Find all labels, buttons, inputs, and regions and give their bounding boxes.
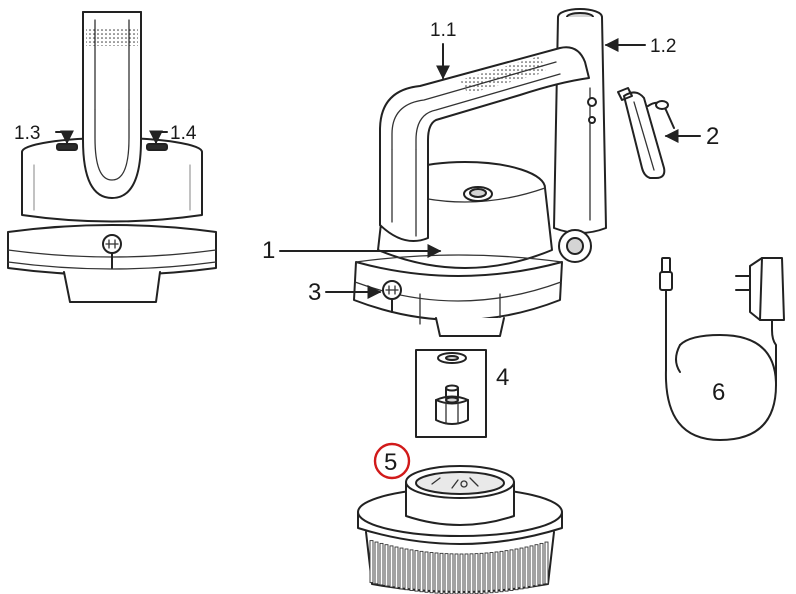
bristle: [444, 553, 449, 594]
label-1-2: 1.2: [650, 36, 676, 57]
bristle: [419, 550, 424, 593]
bristle: [499, 550, 504, 593]
bristle: [429, 552, 434, 594]
bristle: [489, 552, 494, 594]
bristle: [384, 544, 389, 587]
bristle: [394, 546, 399, 589]
bristle: [389, 545, 394, 588]
bristle: [414, 550, 419, 592]
bristle: [454, 553, 459, 594]
bristle: [369, 540, 374, 583]
label-1-4: 1.4: [170, 123, 197, 144]
bristle: [479, 552, 484, 594]
label-3: 3: [308, 279, 321, 306]
bristle: [474, 553, 479, 594]
bristle: [509, 549, 514, 591]
brush-bristles: [369, 540, 549, 594]
label-4: 4: [496, 364, 509, 391]
bristle: [519, 547, 524, 590]
adapter-box: [415, 349, 487, 438]
label-6: 6: [712, 379, 725, 406]
clip-accessory: [617, 87, 675, 179]
charger-cable: [659, 257, 785, 441]
bristle: [504, 550, 509, 592]
bristle: [374, 541, 379, 585]
main-unit: [353, 8, 607, 337]
label-2: 2: [706, 123, 719, 150]
bristle: [494, 551, 499, 593]
bristle: [539, 542, 544, 586]
bristle: [459, 553, 464, 594]
rear-view-unit: [7, 11, 217, 303]
bristle: [469, 553, 474, 594]
highlight-circle-5: [373, 442, 411, 480]
label-1-1: 1.1: [430, 20, 456, 41]
bristle: [464, 553, 469, 594]
bristle: [409, 549, 414, 591]
bristle: [449, 553, 454, 594]
bristle: [544, 541, 549, 585]
bristle: [424, 551, 429, 593]
bristle: [404, 548, 409, 591]
bristle: [399, 547, 404, 590]
bristle: [524, 546, 529, 589]
bristle: [484, 552, 489, 594]
bristle: [434, 552, 439, 594]
bristle: [514, 548, 519, 591]
label-1: 1: [262, 237, 275, 264]
bristle: [439, 552, 444, 594]
adapter-parts: [435, 352, 469, 425]
bristle: [379, 542, 384, 586]
label-1-3: 1.3: [14, 123, 40, 144]
brush-head: [357, 465, 563, 594]
label-5: 5: [384, 449, 397, 476]
bristle: [529, 545, 534, 588]
bristle: [534, 544, 539, 587]
